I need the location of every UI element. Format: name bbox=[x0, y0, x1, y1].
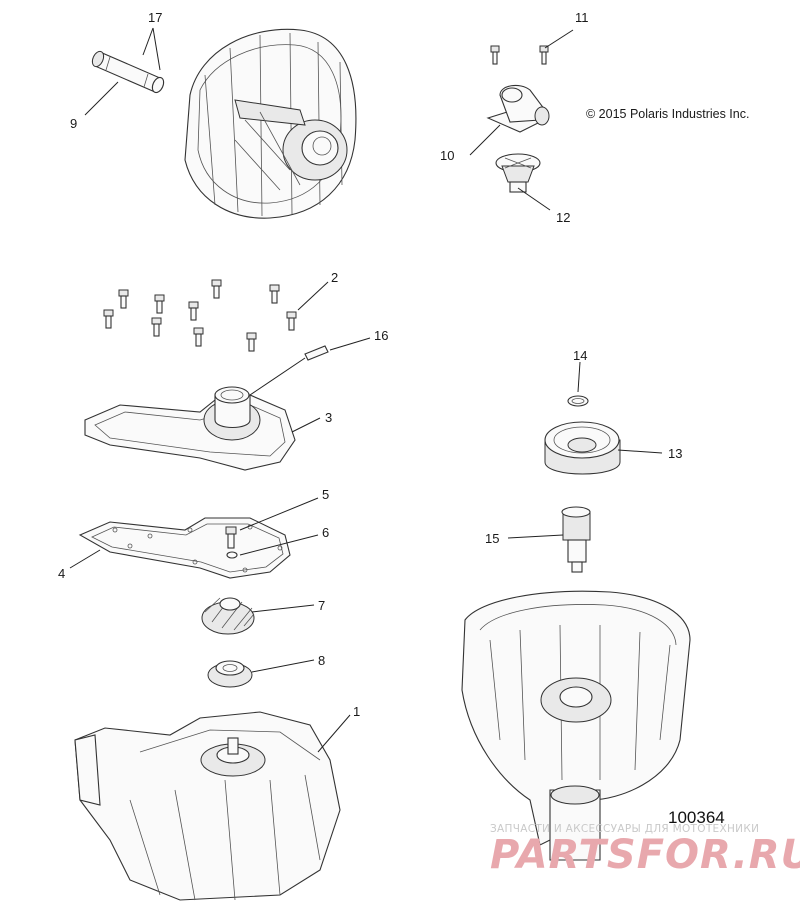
callout-17: 17 bbox=[148, 10, 162, 25]
callout-12: 12 bbox=[556, 210, 570, 225]
part-13-bearing bbox=[544, 421, 621, 475]
part-11-bolts bbox=[490, 45, 549, 65]
callout-9: 9 bbox=[70, 116, 77, 131]
clutch-housing bbox=[461, 590, 691, 861]
part-1-case-cover bbox=[74, 711, 341, 901]
callout-1: 1 bbox=[353, 704, 360, 719]
watermark-brand: PARTSFOR.RU bbox=[490, 832, 800, 878]
callout-7: 7 bbox=[318, 598, 325, 613]
part-12-thermostat bbox=[495, 153, 541, 193]
callout-8: 8 bbox=[318, 653, 325, 668]
callout-16: 16 bbox=[374, 328, 388, 343]
copyright-notice: © 2015 Polaris Industries Inc. bbox=[586, 107, 749, 121]
part-15-shaft bbox=[561, 506, 591, 573]
callout-5: 5 bbox=[322, 487, 329, 502]
leader-lines bbox=[69, 27, 663, 753]
part-2-bolts bbox=[103, 279, 297, 352]
callout-10: 10 bbox=[440, 148, 454, 163]
callout-13: 13 bbox=[668, 446, 682, 461]
part-10-thermostat-housing bbox=[486, 84, 550, 133]
callout-3: 3 bbox=[325, 410, 332, 425]
part-14-o-ring bbox=[567, 395, 589, 407]
callout-15: 15 bbox=[485, 531, 499, 546]
part-6-washer bbox=[226, 551, 238, 559]
part-8-seal bbox=[207, 660, 253, 688]
clutch-cover-assembly bbox=[184, 28, 357, 219]
part-16-pin bbox=[304, 345, 329, 361]
part-7-impeller bbox=[201, 597, 255, 635]
part-9-tube bbox=[91, 50, 165, 94]
callout-labels: 17 9 11 10 12 2 16 3 5 6 4 7 8 1 14 13 1… bbox=[58, 10, 682, 719]
watermark: ЗАПЧАСТИ И АКСЕССУАРЫ ДЛЯ МОТОТЕХНИКИ PA… bbox=[490, 823, 800, 878]
part-4-gasket bbox=[78, 517, 291, 579]
callout-11: 11 bbox=[575, 10, 589, 25]
callout-4: 4 bbox=[58, 566, 65, 581]
callout-2: 2 bbox=[331, 270, 338, 285]
callout-14: 14 bbox=[573, 348, 587, 363]
figure-number: 100364 bbox=[668, 808, 725, 827]
watermark-tagline: ЗАПЧАСТИ И АКСЕССУАРЫ ДЛЯ МОТОТЕХНИКИ bbox=[490, 823, 759, 835]
part-5-bolt bbox=[225, 526, 237, 549]
part-3-water-pump-cover bbox=[84, 386, 296, 471]
callout-6: 6 bbox=[322, 525, 329, 540]
